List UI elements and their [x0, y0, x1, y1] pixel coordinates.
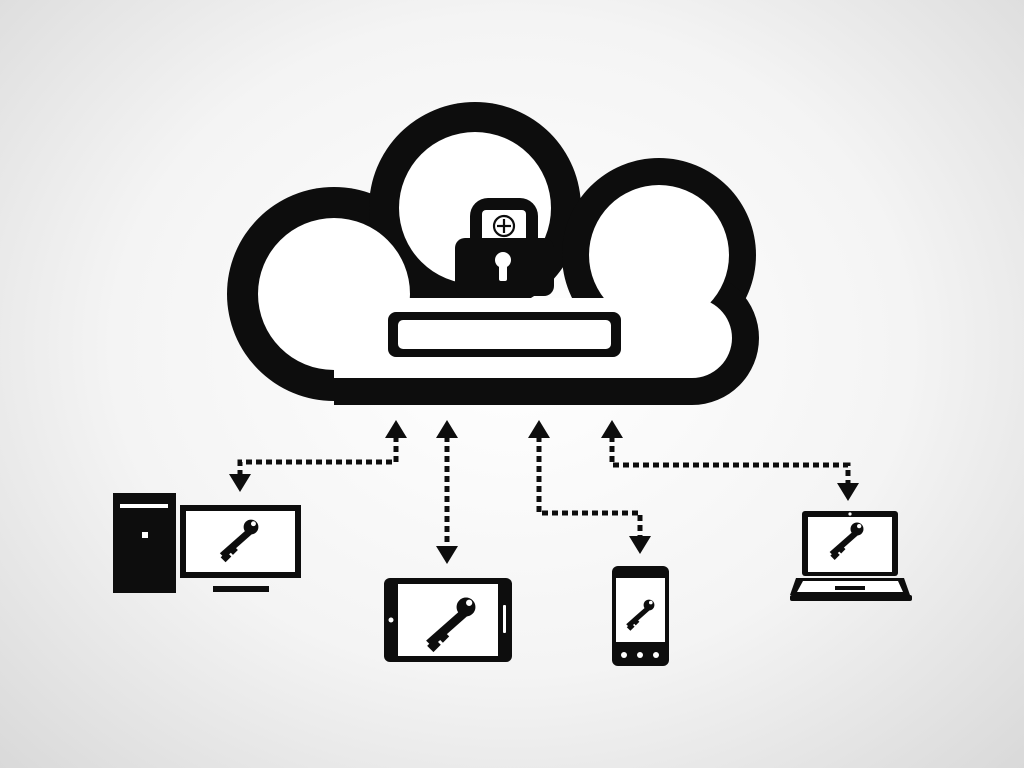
- dashed-double-arrow-icon: [609, 436, 851, 485]
- connection-tablet: [436, 420, 458, 564]
- tablet-icon: [384, 578, 512, 662]
- laptop-icon: [790, 511, 912, 601]
- connection-laptop: [601, 420, 859, 501]
- desktop-computer-icon: [113, 493, 301, 593]
- arrowhead-down: [436, 546, 458, 564]
- connections: [229, 420, 859, 564]
- monitor: [180, 505, 301, 592]
- arrowhead-up: [601, 420, 623, 438]
- padlock-icon: [455, 198, 554, 296]
- tower: [113, 493, 176, 593]
- arrowhead-up: [528, 420, 550, 438]
- dashed-double-arrow-icon: [536, 436, 643, 538]
- smartphone-icon: [612, 566, 669, 666]
- input-slot-icon: [388, 312, 621, 357]
- arrowhead-down: [229, 474, 251, 492]
- connection-desktop: [229, 420, 407, 492]
- cloud: [227, 102, 759, 405]
- dashed-double-arrow-icon: [237, 436, 399, 476]
- connection-phone: [528, 420, 651, 554]
- arrowhead-up: [436, 420, 458, 438]
- arrowhead-down: [837, 483, 859, 501]
- arrowhead-down: [629, 536, 651, 554]
- plus-circle-icon: [492, 214, 516, 238]
- cloud-icon: [227, 102, 759, 405]
- arrowhead-up: [385, 420, 407, 438]
